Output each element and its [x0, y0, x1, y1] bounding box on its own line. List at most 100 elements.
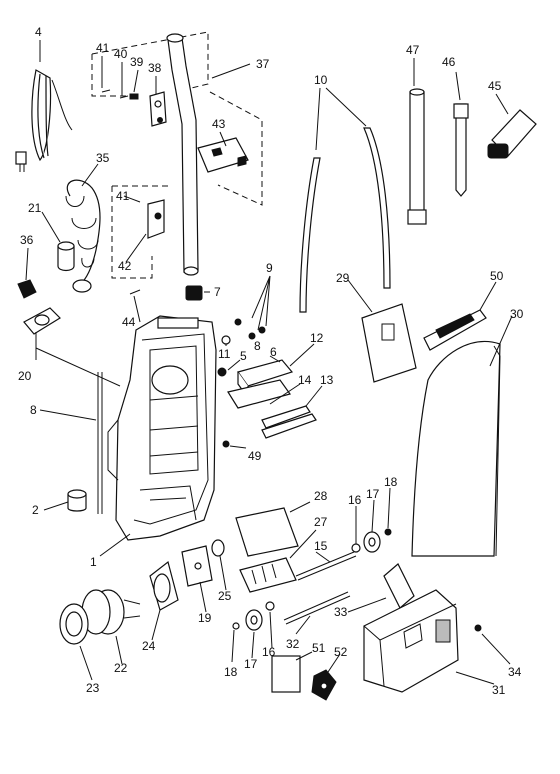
label-24: 24: [142, 639, 156, 653]
wheel-17a: [363, 531, 381, 553]
label-16b: 16: [262, 645, 276, 659]
label-51: 51: [312, 641, 326, 655]
label-7: 7: [214, 285, 221, 299]
grille-27: [239, 557, 297, 593]
label-8: 8: [30, 403, 37, 417]
label-10: 10: [314, 73, 328, 87]
strip-14: [261, 405, 311, 429]
wheel-17b: [245, 609, 263, 631]
label-33: 33: [334, 605, 348, 619]
wand-47: [407, 88, 427, 225]
plate-29: [361, 303, 417, 383]
label-47: 47: [406, 43, 420, 57]
label-18b: 18: [224, 665, 238, 679]
handle-grip-38: [149, 91, 167, 127]
handle-box-upper-left: [91, 54, 133, 97]
label-22: 22: [114, 661, 128, 675]
bumper-50: [423, 309, 487, 351]
label-9: 9: [266, 261, 273, 275]
label-1: 1: [90, 555, 97, 569]
label-25: 25: [218, 589, 232, 603]
ring-23: [59, 603, 89, 645]
cap-18a: [384, 528, 392, 536]
label-49: 49: [248, 449, 262, 463]
label-45: 45: [488, 79, 502, 93]
handle-box-lower: [111, 185, 172, 279]
label-40: 40: [114, 47, 128, 61]
label-38a: 38: [148, 61, 162, 75]
part-6: [227, 379, 291, 409]
label-8b: 8: [254, 339, 261, 353]
cord-hook-43: [197, 137, 249, 173]
screw-49: [222, 440, 230, 448]
bracket-20: [23, 307, 61, 335]
filter-51: [271, 655, 301, 693]
screws-39-40-41: [101, 89, 139, 100]
power-cord: [15, 69, 73, 172]
label-50: 50: [490, 269, 504, 283]
cap-18b: [232, 622, 240, 630]
label-46: 46: [442, 55, 456, 69]
screw-44: [129, 289, 141, 295]
handle-part-42: [147, 199, 165, 239]
handle-box-right: [209, 91, 263, 206]
motor-22: [81, 589, 141, 635]
label-20: 20: [18, 369, 32, 383]
label-12: 12: [310, 331, 324, 345]
clip-7: [185, 285, 203, 301]
label-27: 27: [314, 515, 328, 529]
rod-8: [97, 372, 103, 514]
washer-16b: [265, 601, 275, 611]
trim-strips-10: [299, 127, 391, 313]
label-29: 29: [336, 271, 350, 285]
filter-28: [235, 507, 299, 557]
label-41b: 41: [116, 189, 130, 203]
vacuum-body: [107, 315, 217, 541]
label-44: 44: [122, 315, 136, 329]
label-41a: 41: [96, 41, 110, 55]
crevice-tool-46: [453, 103, 469, 197]
plate-19: [181, 545, 213, 587]
label-11: 11: [218, 347, 231, 361]
label-42: 42: [118, 259, 132, 273]
label-17b: 17: [244, 657, 258, 671]
hose: [65, 179, 101, 293]
washer-16a: [351, 543, 361, 553]
part-2: [67, 489, 87, 512]
label-6: 6: [270, 345, 277, 359]
handle-box-upper: [91, 31, 209, 91]
label-15: 15: [314, 539, 328, 553]
screws-9: [234, 318, 266, 340]
label-43: 43: [212, 117, 226, 131]
label-37: 37: [256, 57, 270, 71]
label-34: 34: [508, 665, 522, 679]
leader-lines: [25, 40, 513, 685]
label-4: 4: [35, 25, 42, 39]
bushing-25: [211, 539, 225, 557]
label-31: 31: [492, 683, 506, 697]
brush-tool-45: [487, 109, 537, 159]
label-35: 35: [96, 151, 110, 165]
panel-33: [383, 563, 415, 609]
label-17a: 17: [366, 487, 380, 501]
label-16a: 16: [348, 493, 362, 507]
label-52: 52: [334, 645, 348, 659]
label-23: 23: [86, 681, 100, 695]
handle-tube: [166, 33, 199, 276]
label-39: 39: [130, 55, 144, 69]
label-18a: 18: [384, 475, 398, 489]
label-2: 2: [32, 503, 39, 517]
clip-36: [17, 279, 37, 299]
knob-52: [311, 669, 337, 701]
label-14: 14: [298, 373, 312, 387]
hose-connector: [57, 241, 75, 272]
label-36: 36: [20, 233, 34, 247]
label-21: 21: [28, 201, 42, 215]
label-19: 19: [198, 611, 212, 625]
part-number-labels: 4 41 40 39 38 37 10 47 46 45 43 35 21 41…: [18, 25, 524, 697]
label-30: 30: [510, 307, 524, 321]
label-28: 28: [314, 489, 328, 503]
fan-housing-24: [149, 560, 179, 611]
